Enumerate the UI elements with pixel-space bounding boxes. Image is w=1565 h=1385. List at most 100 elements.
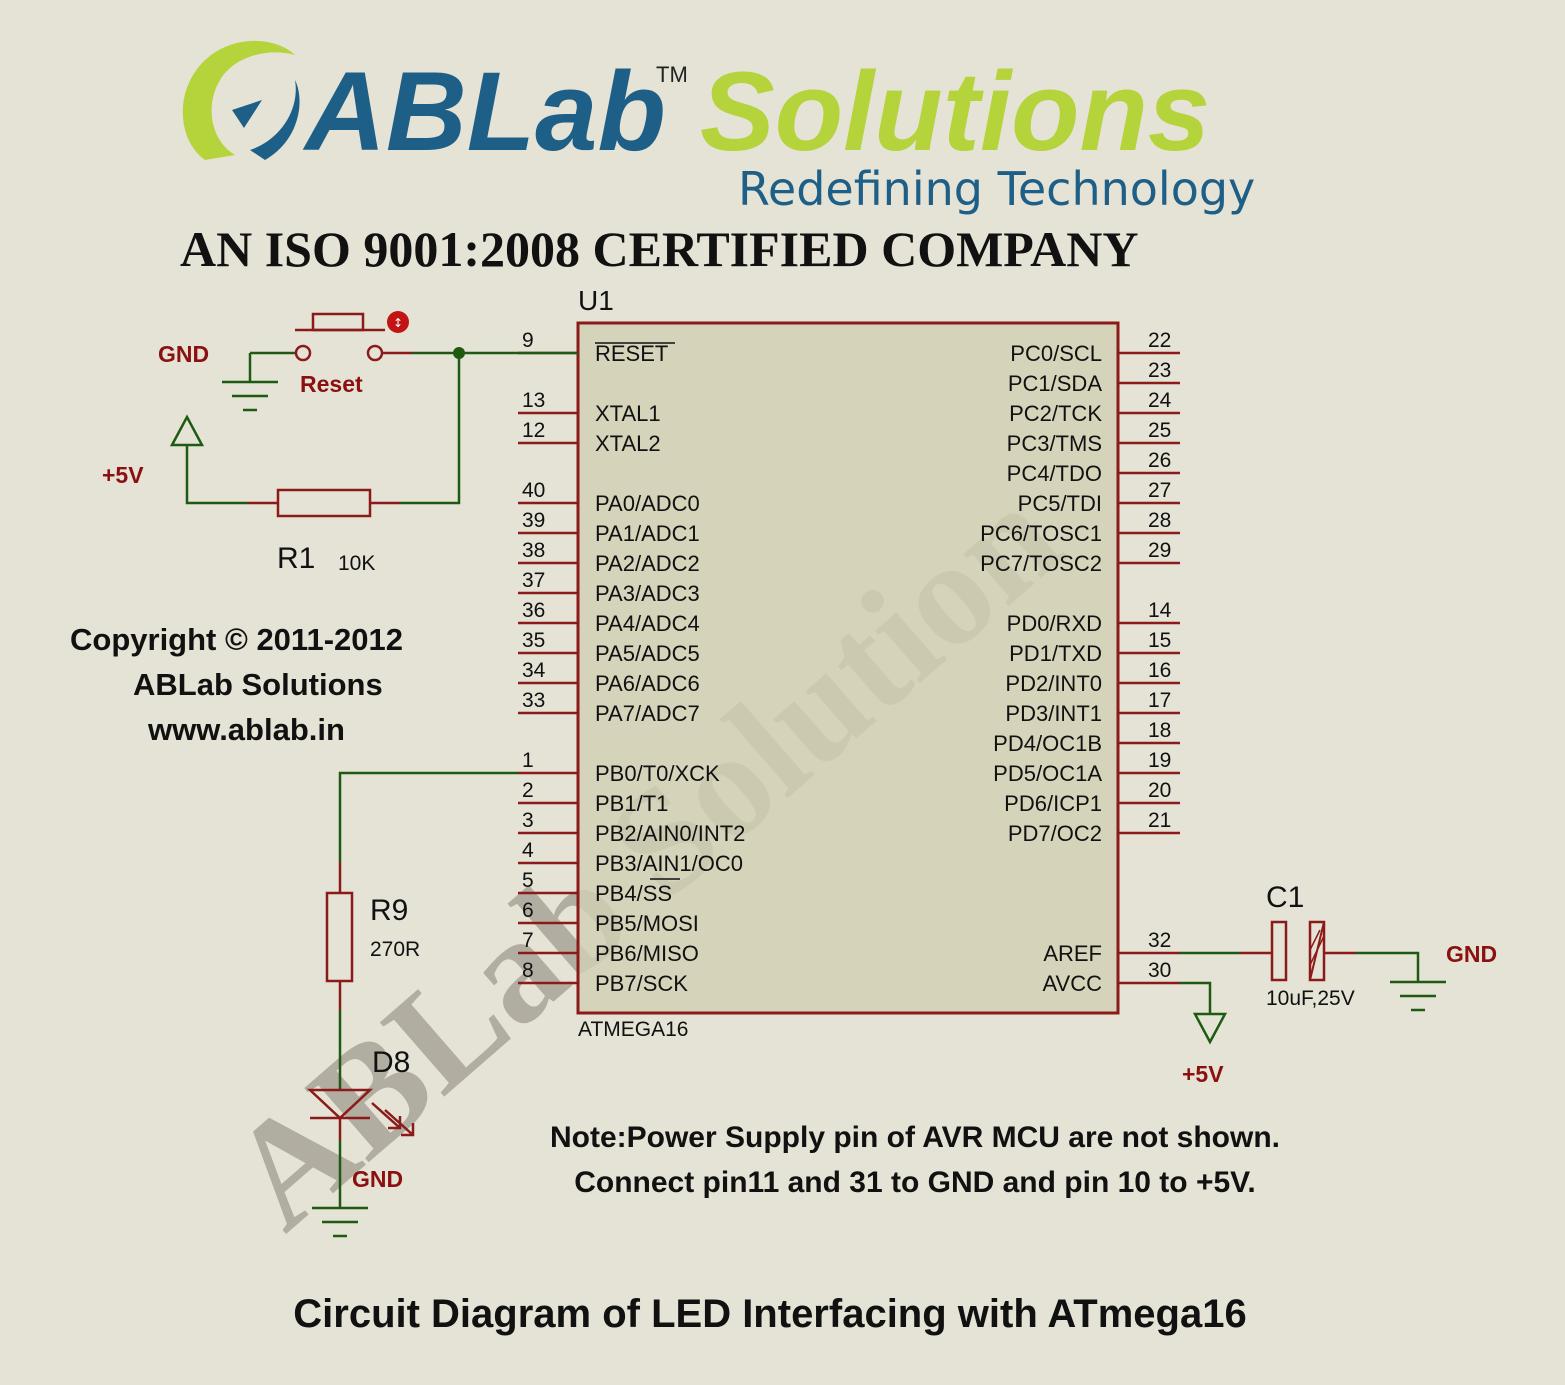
ground-symbol (1390, 980, 1446, 1012)
vcc-label-avcc: +5V (1182, 1061, 1224, 1087)
pin-name: PA6/ADC6 (595, 671, 700, 696)
pin-number: 32 (1148, 929, 1171, 952)
pin-name: PD2/INT0 (1005, 671, 1102, 696)
pin-name: PD4/OC1B (993, 731, 1102, 756)
pin-name: PC3/TMS (1007, 431, 1102, 456)
pin-number: 24 (1148, 389, 1172, 412)
pin-name: PA5/ADC5 (595, 641, 700, 666)
pin-number: 16 (1148, 659, 1171, 682)
pin-name: XTAL2 (595, 431, 661, 456)
copyright-line1: Copyright © 2011-2012 (70, 622, 403, 657)
pin-number: 17 (1148, 689, 1171, 712)
brand-logo: ABLab TM Solutions Redefining Technology (182, 40, 1255, 216)
pin-name: PC1/SDA (1008, 371, 1102, 396)
pin-name: PD1/TXD (1009, 641, 1102, 666)
pin-number: 2 (522, 779, 534, 802)
pin-name: PA2/ADC2 (595, 551, 700, 576)
pin-name: AVCC (1043, 971, 1103, 996)
mcu-body (576, 321, 1120, 1015)
c1-ref: C1 (1266, 881, 1304, 914)
pin-name: PD3/INT1 (1005, 701, 1102, 726)
pin-name: PA7/ADC7 (595, 701, 700, 726)
copyright-line2: ABLab Solutions (133, 667, 383, 702)
led-circuit: R9 270R D8 GND (306, 771, 518, 1238)
pin-number: 18 (1148, 719, 1171, 742)
pin-name: PA3/ADC3 (595, 581, 700, 606)
mcu-part: ATMEGA16 (578, 1018, 688, 1041)
pin-name: PA1/ADC1 (595, 521, 700, 546)
pin-name: PC6/TOSC1 (980, 521, 1102, 546)
pin-name: PC4/TDO (1007, 461, 1102, 486)
c1-value: 10uF,25V (1266, 987, 1355, 1010)
pin-number: 3 (522, 809, 534, 832)
vcc-arrow-up-icon (169, 414, 205, 447)
r1-value: 10K (338, 552, 375, 575)
pin-number: 22 (1148, 329, 1171, 352)
logo-name-part2: Solutions (700, 49, 1210, 174)
pin-number: 38 (522, 539, 545, 562)
pin-number: 33 (522, 689, 545, 712)
diagram-caption: Circuit Diagram of LED Interfacing with … (293, 1292, 1246, 1336)
pin-number: 40 (522, 479, 545, 502)
pin-name: PB6/MISO (595, 941, 699, 966)
pin-number: 5 (522, 869, 534, 892)
pin-number: 8 (522, 959, 534, 982)
gnd-label-cap: GND (1446, 941, 1497, 967)
gnd-label-reset: GND (158, 341, 209, 367)
pin-name: PB1/T1 (595, 791, 668, 816)
pin-name: PB4/SS (595, 881, 672, 906)
pin-number: 34 (522, 659, 546, 682)
reset-circuit: GND ↕ Reset R1 10K +5V (102, 311, 578, 575)
pin-number: 13 (522, 389, 545, 412)
pin-number: 9 (522, 329, 534, 352)
pin-number: 29 (1148, 539, 1171, 562)
mcu-ref: U1 (578, 285, 614, 316)
pin-number: 37 (522, 569, 545, 592)
pin-number: 23 (1148, 359, 1171, 382)
pin-number: 26 (1148, 449, 1171, 472)
c1-plate-b (1308, 920, 1326, 982)
reset-switch-label: Reset (300, 371, 363, 397)
pin-number: 14 (1148, 599, 1172, 622)
r9-value: 270R (370, 938, 420, 961)
pin-number: 20 (1148, 779, 1171, 802)
pin-name: PC2/TCK (1009, 401, 1102, 426)
pin-number: 28 (1148, 509, 1171, 532)
pin-name: PB2/AIN0/INT2 (595, 821, 745, 846)
pin-name: PB3/AIN1/OC0 (595, 851, 743, 876)
pin-name: PB0/T0/XCK (595, 761, 720, 786)
vcc-arrow-down-icon (1192, 1012, 1228, 1045)
pin-number: 21 (1148, 809, 1171, 832)
pin-name: PA0/ADC0 (595, 491, 700, 516)
actuator-arrows-icon: ↕ (393, 316, 403, 330)
